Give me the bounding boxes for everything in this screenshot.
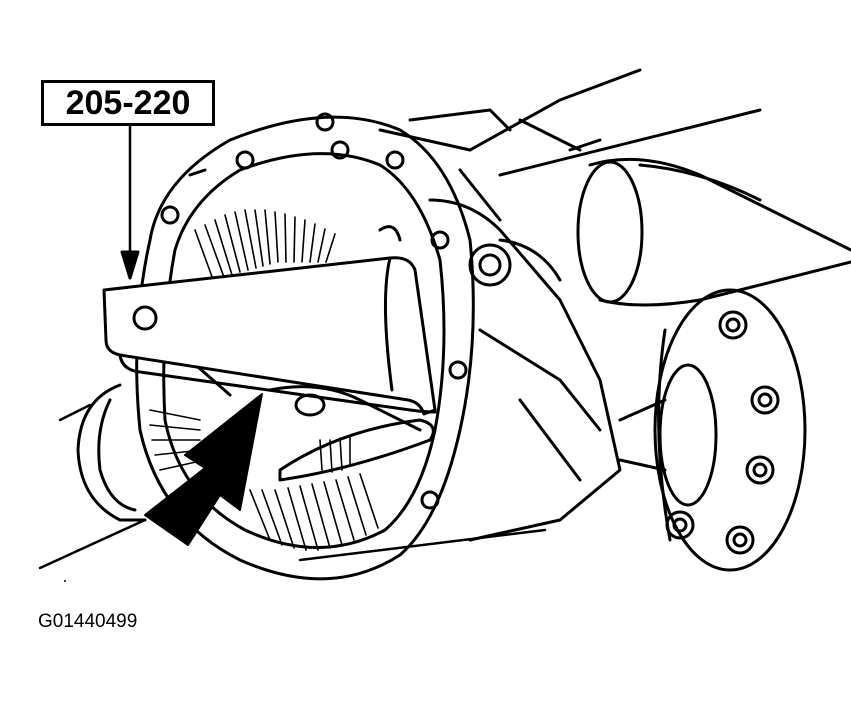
housing-flange [135, 112, 475, 581]
housing-top [378, 108, 512, 222]
tool-number-text: 205-220 [65, 83, 191, 122]
floor-lines [38, 403, 547, 570]
tool-callout-label: 205-220 [41, 80, 215, 126]
speck-mark [64, 580, 66, 582]
left-axle-flange [76, 383, 147, 522]
pinion-flange [618, 288, 807, 572]
special-tool-bar [102, 256, 437, 416]
carrier-housing [428, 198, 622, 542]
ring-gear [149, 209, 379, 551]
figure-id-label: G01440499 [38, 611, 138, 632]
location-arrow [144, 393, 263, 546]
axle-tube [468, 68, 851, 307]
callout-leader [120, 124, 140, 280]
